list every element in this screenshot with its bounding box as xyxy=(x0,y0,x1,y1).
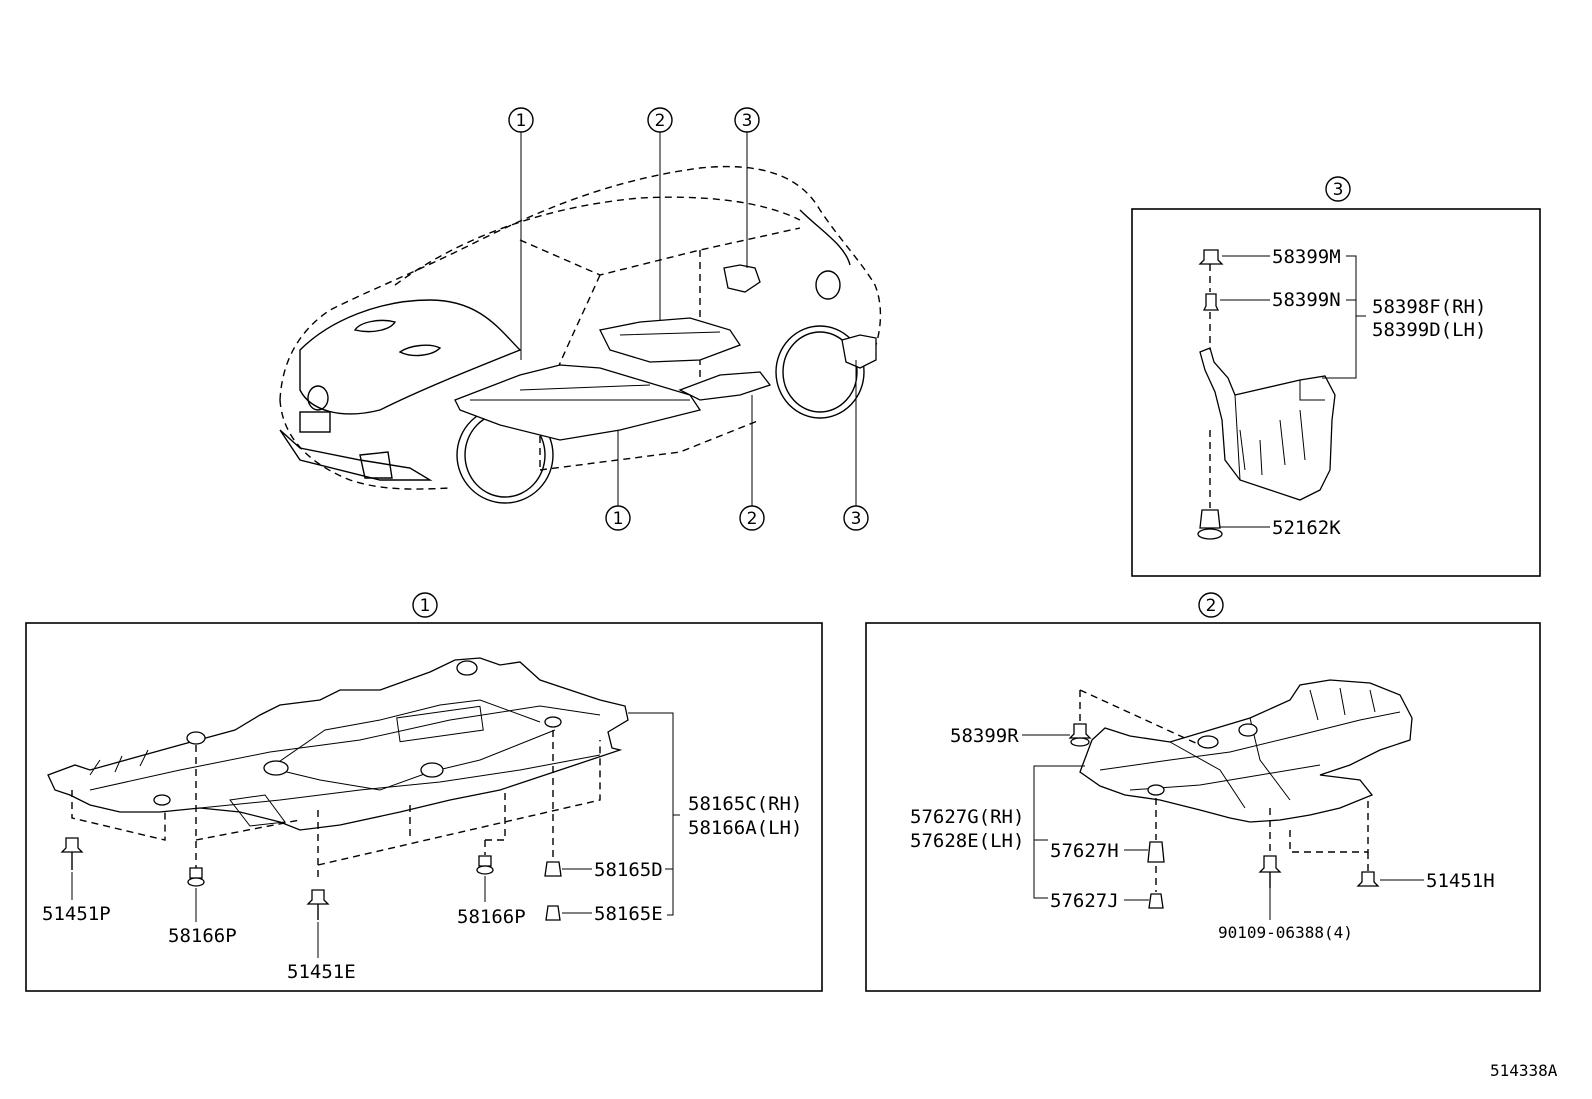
label-51451H: 51451H xyxy=(1426,870,1495,892)
label-57627G-RH: 57627G(RH) xyxy=(910,806,1024,828)
panel-1-drawing xyxy=(47,657,680,958)
svg-text:1: 1 xyxy=(516,111,527,131)
label-58399M: 58399M xyxy=(1272,246,1341,268)
label-52162K: 52162K xyxy=(1272,517,1341,539)
panel-2-callout: 2 xyxy=(1198,592,1224,618)
car-callout-2-top: 2 xyxy=(647,107,673,133)
label-57627H: 57627H xyxy=(1050,840,1119,862)
car-callout-1-top: 1 xyxy=(508,107,534,133)
panel-1-callout: 1 xyxy=(412,592,438,618)
car-callout-1-bottom: 1 xyxy=(605,505,631,531)
label-51451E: 51451E xyxy=(287,961,356,983)
svg-text:1: 1 xyxy=(420,596,431,616)
label-58398F-RH: 58398F(RH) xyxy=(1372,296,1486,318)
panel-3-drawing xyxy=(1197,249,1366,540)
panel-2-frame xyxy=(865,622,1541,992)
drawing-id: 514338A xyxy=(1490,1061,1558,1080)
label-58166P-right: 58166P xyxy=(457,906,526,928)
panel-3-frame xyxy=(1131,208,1541,577)
svg-text:1: 1 xyxy=(613,509,624,529)
panel-3-callout: 3 xyxy=(1325,176,1351,202)
svg-text:3: 3 xyxy=(1333,180,1344,200)
label-58399N: 58399N xyxy=(1272,289,1341,311)
label-58166A-LH: 58166A(LH) xyxy=(688,817,802,839)
label-58165D: 58165D xyxy=(594,859,663,881)
car-callout-2-bottom: 2 xyxy=(739,505,765,531)
label-57627J: 57627J xyxy=(1050,890,1119,912)
label-58165E: 58165E xyxy=(594,903,663,925)
car-callout-3-top: 3 xyxy=(734,107,760,133)
label-58399R: 58399R xyxy=(950,725,1019,747)
label-90109-06388: 90109-06388(4) xyxy=(1218,923,1353,942)
panel-2-drawing xyxy=(1022,679,1424,920)
svg-text:3: 3 xyxy=(851,509,862,529)
label-51451P: 51451P xyxy=(42,903,111,925)
svg-text:2: 2 xyxy=(747,509,758,529)
label-58166P-left: 58166P xyxy=(168,925,237,947)
car-overview-drawing xyxy=(279,132,882,506)
svg-text:3: 3 xyxy=(742,111,753,131)
label-57628E-LH: 57628E(LH) xyxy=(910,830,1024,852)
label-58399D-LH: 58399D(LH) xyxy=(1372,319,1486,341)
panel-1-frame xyxy=(25,622,823,992)
car-callout-3-bottom: 3 xyxy=(843,505,869,531)
label-58165C-RH: 58165C(RH) xyxy=(688,793,802,815)
svg-text:2: 2 xyxy=(1206,596,1217,616)
svg-text:2: 2 xyxy=(655,111,666,131)
